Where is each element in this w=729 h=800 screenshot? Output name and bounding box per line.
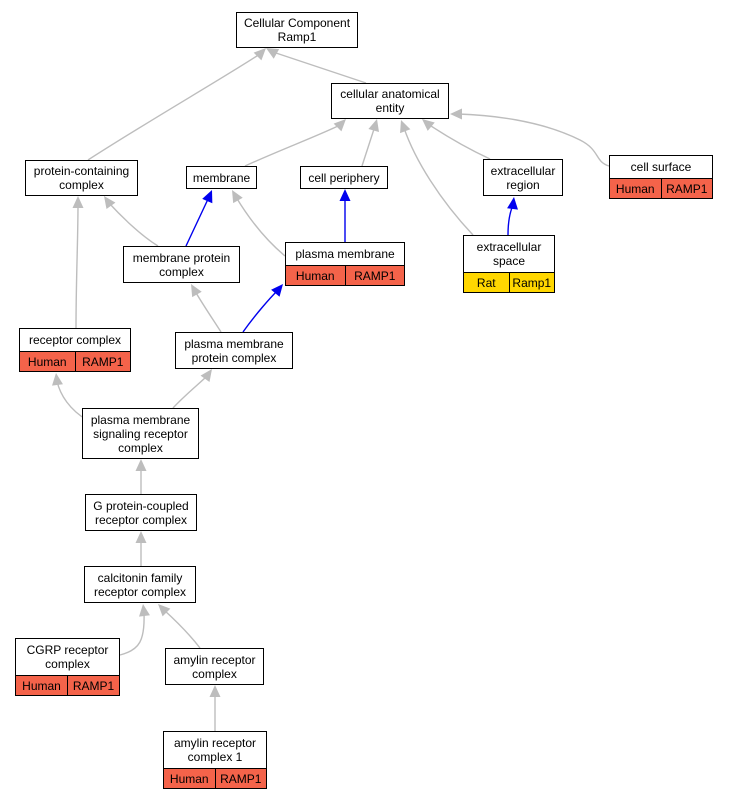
node-plasma-membrane[interactable]: plasma membrane Human RAMP1 <box>285 242 405 286</box>
edge-cgrp-to-cfrc <box>119 604 150 656</box>
node-label: plasma membrane protein complex <box>184 336 284 365</box>
edge-amylin-to-cfrc <box>158 604 201 649</box>
node-label: extracellular space <box>476 240 542 268</box>
species-tag: Human <box>20 352 75 371</box>
edge-amylin1-to-amylin <box>209 685 221 731</box>
edge-cae-to-root <box>266 48 367 84</box>
node-label: Cellular Component Ramp1 <box>243 16 351 44</box>
species-tag: Human <box>16 676 67 695</box>
arrowhead <box>200 369 212 382</box>
arrowhead <box>450 108 462 120</box>
edge-extreg-to-cae <box>422 119 491 160</box>
node-label: protein-containing complex <box>33 164 130 192</box>
edge-pmpc-to-pm <box>242 284 283 333</box>
arrowhead <box>253 48 266 61</box>
node-label: amylin receptor complex 1 <box>173 736 257 764</box>
node-label: membrane protein complex <box>132 250 231 279</box>
node-label: cell surface <box>630 160 692 174</box>
node-label: cell periphery <box>308 170 380 185</box>
edge-pmsrc-to-pmpc <box>172 369 212 409</box>
node-cellular-component[interactable]: Cellular Component Ramp1 <box>236 12 358 48</box>
annotation-tags: Human RAMP1 <box>610 178 712 198</box>
annotation-tags: Rat Ramp1 <box>464 272 554 292</box>
arrowhead <box>209 685 221 697</box>
node-cellular-anatomical-entity[interactable]: cellular anatomical entity <box>331 83 449 119</box>
arrowhead <box>52 373 63 386</box>
edge-rc-to-pcc <box>72 196 84 329</box>
arrowhead <box>271 284 283 297</box>
edge-extspace-to-cae <box>400 120 474 236</box>
arrowhead <box>135 459 147 471</box>
node-extracellular-space[interactable]: extracellular space Rat Ramp1 <box>463 235 555 293</box>
node-receptor-complex[interactable]: receptor complex Human RAMP1 <box>19 328 131 372</box>
annotation-tags: Human RAMP1 <box>164 768 266 788</box>
node-membrane[interactable]: membrane <box>186 166 257 189</box>
arrowhead <box>333 119 346 132</box>
node-label: membrane <box>192 170 251 185</box>
gene-tag: RAMP1 <box>344 266 404 285</box>
node-label: plasma membrane <box>295 247 395 261</box>
node-cell-surface[interactable]: cell surface Human RAMP1 <box>609 155 713 199</box>
node-label: cellular anatomical entity <box>340 87 440 115</box>
edge-pcc-to-root <box>87 48 266 161</box>
node-label: amylin receptor complex <box>173 652 256 681</box>
node-label: extracellular region <box>490 163 556 192</box>
arrowhead <box>104 196 116 209</box>
edge-membrane-to-cae <box>244 119 346 167</box>
edge-cellsurf-to-cae <box>450 108 610 167</box>
gene-tag: RAMP1 <box>67 676 119 695</box>
node-cell-periphery[interactable]: cell periphery <box>300 166 388 189</box>
node-label: plasma membrane signaling receptor compl… <box>90 412 191 455</box>
arrowhead <box>202 190 213 204</box>
arrowhead <box>158 604 171 617</box>
node-plasma-membrane-signaling-receptor-complex[interactable]: plasma membrane signaling receptor compl… <box>82 408 199 459</box>
annotation-tags: Human RAMP1 <box>20 351 130 371</box>
arrowhead <box>232 190 243 204</box>
node-g-protein-coupled-receptor-complex[interactable]: G protein-coupled receptor complex <box>85 494 197 531</box>
gene-tag: Ramp1 <box>508 273 554 292</box>
species-tag: Human <box>610 179 661 198</box>
node-label: receptor complex <box>28 333 122 347</box>
arrowhead <box>339 189 351 201</box>
arrowhead <box>139 604 150 617</box>
species-tag: Human <box>164 769 215 788</box>
node-membrane-protein-complex[interactable]: membrane protein complex <box>123 246 240 283</box>
arrowhead <box>368 119 379 133</box>
edge-cellperiph-to-cae <box>361 119 379 167</box>
arrowhead <box>400 120 411 134</box>
arrowhead <box>507 197 518 210</box>
arrowhead <box>72 196 84 208</box>
edge-pm-to-membrane <box>232 190 286 257</box>
node-protein-containing-complex[interactable]: protein-containing complex <box>25 160 138 196</box>
node-calcitonin-family-receptor-complex[interactable]: calcitonin family receptor complex <box>84 566 196 603</box>
arrowhead <box>422 119 435 131</box>
node-cgrp-receptor-complex[interactable]: CGRP receptor complex Human RAMP1 <box>15 638 120 696</box>
node-plasma-membrane-protein-complex[interactable]: plasma membrane protein complex <box>175 332 293 369</box>
edge-mpc-to-pcc <box>104 196 159 247</box>
node-label: CGRP receptor complex <box>26 643 109 671</box>
species-tag: Rat <box>464 273 509 292</box>
arrowhead <box>191 284 202 298</box>
edge-pmpc-to-mpc <box>191 284 222 333</box>
edge-cfrc-to-gpcr <box>135 531 147 566</box>
node-label: calcitonin family receptor complex <box>93 570 187 599</box>
gene-tag: RAMP1 <box>74 352 130 371</box>
edge-extspace-to-extreg <box>507 197 518 236</box>
node-extracellular-region[interactable]: extracellular region <box>483 159 563 196</box>
node-label: G protein-coupled receptor complex <box>93 498 189 527</box>
edge-mpc-to-membrane <box>185 190 213 247</box>
node-amylin-receptor-complex-1[interactable]: amylin receptor complex 1 Human RAMP1 <box>163 731 267 789</box>
species-tag: Human <box>286 266 345 285</box>
annotation-tags: Human RAMP1 <box>16 675 119 695</box>
node-amylin-receptor-complex[interactable]: amylin receptor complex <box>165 648 264 685</box>
edge-pm-to-cellperiph <box>339 189 351 242</box>
gene-tag: RAMP1 <box>660 179 712 198</box>
annotation-tags: Human RAMP1 <box>286 265 404 285</box>
arrowhead <box>135 531 147 543</box>
gene-tag: RAMP1 <box>214 769 266 788</box>
edge-gpcr-to-pmsrc <box>135 459 147 494</box>
arrowhead <box>266 48 280 59</box>
